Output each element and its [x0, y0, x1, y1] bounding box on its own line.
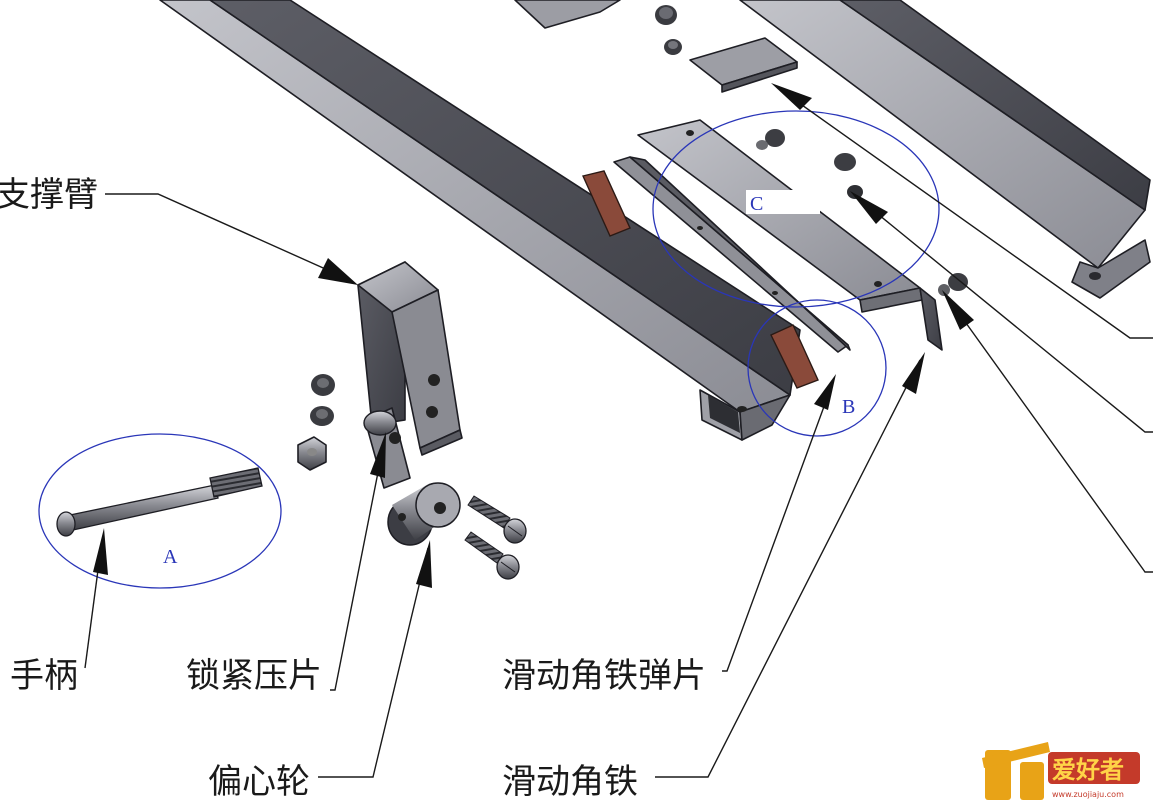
leader-sliding-spring [722, 374, 836, 672]
right-angle-rail [739, 0, 1151, 299]
hex-nuts-bracket [297, 374, 335, 471]
handle-bolt-part [56, 467, 263, 537]
leader-right-3 [942, 290, 1153, 573]
leader-eccentric-wheel [318, 540, 432, 778]
sliding-angle-spring-plate [613, 156, 851, 353]
friction-pad-1 [582, 170, 631, 237]
leader-locking-plate [330, 432, 386, 691]
callout-circle-a [38, 433, 282, 589]
hex-nut-top-2 [664, 39, 682, 55]
friction-pad-2 [770, 324, 819, 389]
nut-cluster-c [756, 129, 968, 296]
leader-right-2 [850, 191, 1153, 433]
watermark-text: 爱好者 [1052, 756, 1124, 784]
screw-2 [464, 531, 520, 580]
locking-plate-part [363, 407, 411, 489]
watermark-logo: 爱好者 www.zuojiaju.com [982, 742, 1140, 800]
callout-circle-c [652, 110, 940, 308]
upper-box-fragment [514, 0, 621, 29]
label-sliding-angle: 滑动角铁 [502, 762, 638, 802]
callout-label-a: A [163, 546, 178, 568]
hex-nut-top-1 [655, 5, 677, 25]
leader-handle [84, 528, 108, 669]
support-arm-part [357, 261, 463, 456]
label-locking-plate: 锁紧压片 [186, 656, 322, 696]
callout-circle-b [747, 299, 887, 437]
leader-sliding-angle [655, 352, 925, 778]
square-tube-beam [159, 0, 801, 441]
label-handle: 手柄 [10, 656, 78, 696]
leader-right-1 [771, 83, 1153, 339]
callout-label-b: B [842, 396, 855, 418]
callout-label-c: C [750, 193, 763, 215]
label-support-arm: 支撑臂 [0, 175, 98, 215]
leader-support-arm [105, 193, 358, 285]
watermark-url: www.zuojiaju.com [1052, 790, 1124, 799]
screw-1 [467, 495, 527, 544]
label-eccentric-wheel: 偏心轮 [208, 762, 310, 802]
eccentric-wheel-part [387, 482, 461, 546]
callout-label-bg-c [746, 190, 820, 214]
label-sliding-angle-spring: 滑动角铁弹片 [502, 656, 706, 696]
